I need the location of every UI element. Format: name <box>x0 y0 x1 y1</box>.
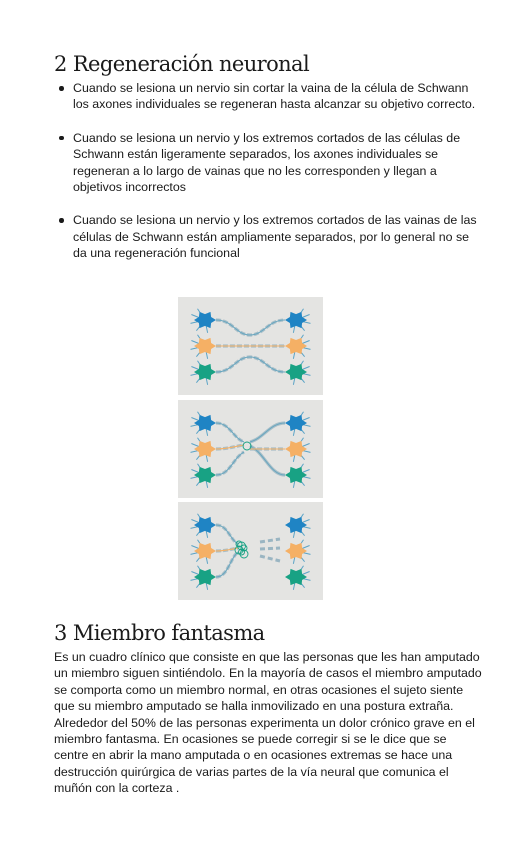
neuroma-tangle <box>235 540 243 548</box>
axon <box>215 444 245 450</box>
neuron-blue-right <box>285 414 307 432</box>
axon <box>249 422 286 443</box>
bullet-item: Cuando se lesiona un nervio y los extrem… <box>54 212 482 261</box>
neuron-green-left <box>194 466 216 484</box>
panel-intact-sheath <box>178 297 323 395</box>
neuron-blue-right <box>285 311 307 329</box>
axon <box>215 451 245 476</box>
neuron-green-left <box>194 568 216 586</box>
neuron-orange-left <box>194 542 216 560</box>
neuron-orange-left <box>194 440 216 458</box>
neuron-blue-left <box>194 414 216 432</box>
regrowth-tangle <box>242 441 252 451</box>
section-heading-miembro-fantasma: 3 Miembro fantasma <box>54 621 265 645</box>
phantom-limb-paragraph: Es un cuadro clínico que consiste en que… <box>54 650 482 796</box>
neuron-orange-right <box>285 542 307 560</box>
degenerated-sheath <box>259 546 281 551</box>
axon <box>215 319 286 336</box>
axon <box>215 547 239 552</box>
section-heading-regeneracion: 2 Regeneración neuronal <box>54 52 310 76</box>
neuron-orange-right <box>285 440 307 458</box>
neuron-green-right <box>285 568 307 586</box>
regeneration-bullet-list: Cuando se lesiona un nervio sin cortar l… <box>54 80 482 279</box>
neuron-blue-left <box>194 516 216 534</box>
axon <box>215 524 239 545</box>
neuron-green-right <box>285 363 307 381</box>
neuron-blue-right <box>285 516 307 534</box>
axon <box>215 422 245 443</box>
panel-intact-sheath-drawing <box>190 308 311 385</box>
neuron-orange-right <box>285 337 307 355</box>
bullet-item: Cuando se lesiona un nervio sin cortar l… <box>54 80 482 113</box>
nerve-regeneration-figure <box>178 297 323 600</box>
neuron-blue-left <box>194 311 216 329</box>
axon <box>215 551 239 578</box>
bullet-item: Cuando se lesiona un nervio y los extrem… <box>54 130 482 196</box>
neuron-green-left <box>194 363 216 381</box>
axon <box>215 356 286 373</box>
panel-slightly-separated-drawing <box>190 411 311 488</box>
neuroma-tangle <box>238 548 245 556</box>
panel-slightly-separated <box>178 400 323 498</box>
panel-widely-separated <box>178 502 323 600</box>
neuroma-tangle <box>239 549 249 559</box>
neuron-green-right <box>285 466 307 484</box>
panel-widely-separated-drawing <box>190 513 311 590</box>
neuron-orange-left <box>194 337 216 355</box>
degenerated-sheath <box>259 537 281 544</box>
degenerated-sheath <box>259 554 281 563</box>
